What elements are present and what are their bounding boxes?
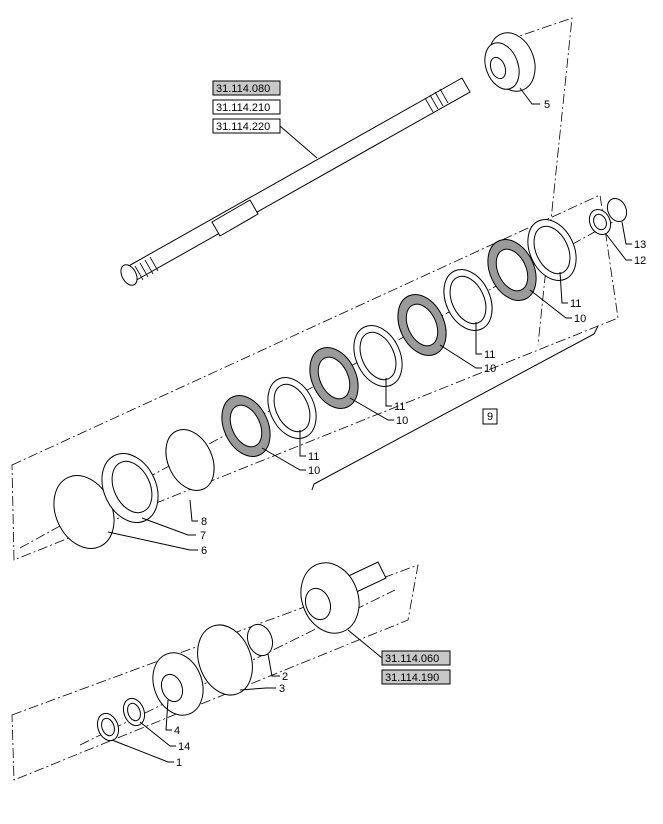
ref-box-shaft-1[interactable] (212, 80, 281, 96)
callout-13: 13 (634, 239, 646, 251)
group-outline-upper (507, 17, 573, 346)
callout-2: 2 (282, 671, 288, 683)
callout-14: 14 (178, 741, 190, 753)
callout-10a: 10 (308, 465, 320, 477)
group-outline-lower (11, 564, 419, 781)
callout-12: 12 (634, 255, 646, 267)
ref-shaft-2[interactable]: 31.114.210 (216, 102, 270, 114)
ring-12 (588, 208, 612, 236)
ref-hub-leader (347, 629, 383, 659)
disc-pair-4 (487, 219, 577, 301)
callout-7: 7 (200, 530, 206, 542)
callout-8: 8 (201, 516, 207, 528)
disc-pair-2 (309, 325, 403, 409)
ring-2 (246, 623, 274, 657)
callout-10c: 10 (484, 363, 496, 375)
hub-reference-group: 31.114.060 31.114.190 (347, 629, 451, 685)
callout-3: 3 (279, 683, 285, 695)
shaft-reference-group: 31.114.080 31.114.210 31.114.220 (212, 80, 318, 159)
callout-6: 6 (201, 545, 207, 557)
gear-5 (484, 32, 536, 92)
callout-10d: 10 (574, 313, 586, 325)
ref-box-hub-2[interactable] (381, 669, 451, 685)
ref-box-shaft-2[interactable] (212, 99, 281, 115)
circlip-13 (606, 197, 628, 223)
callout-1: 1 (176, 757, 182, 769)
callout-10b: 10 (396, 415, 408, 427)
washer-1 (96, 712, 120, 742)
callout-11d: 11 (570, 298, 581, 310)
ref-shaft-leader (279, 125, 318, 159)
disc-pair-3 (397, 269, 493, 356)
callout-leaders (107, 87, 632, 763)
callout-4: 4 (174, 725, 180, 737)
plate-7 (101, 453, 159, 523)
callout-11b: 11 (394, 401, 405, 413)
shaft (120, 77, 471, 286)
piston-4 (152, 652, 204, 716)
hub-assembly (300, 561, 387, 634)
ref-shaft-1[interactable]: 31.114.080 (216, 83, 270, 95)
ref-shaft-3[interactable]: 31.114.220 (216, 121, 270, 133)
callout-9: 9 (487, 411, 493, 423)
spring-8 (165, 429, 215, 491)
ref-hub-2[interactable]: 31.114.190 (385, 672, 439, 684)
disc-pair-1 (221, 377, 317, 457)
callout-numbers: 5 6 7 8 9 10 11 10 11 10 11 10 11 12 13 … (174, 99, 646, 769)
ring-14 (122, 697, 146, 727)
bracket-9 (311, 325, 599, 491)
callout-5: 5 (544, 99, 550, 111)
ref-hub-1[interactable]: 31.114.060 (385, 653, 439, 665)
callout-box-9 (482, 408, 498, 425)
group-outline-middle (11, 194, 619, 561)
callout-11c: 11 (484, 349, 495, 361)
seal-3 (197, 624, 253, 696)
callout-11a: 11 (308, 451, 319, 463)
